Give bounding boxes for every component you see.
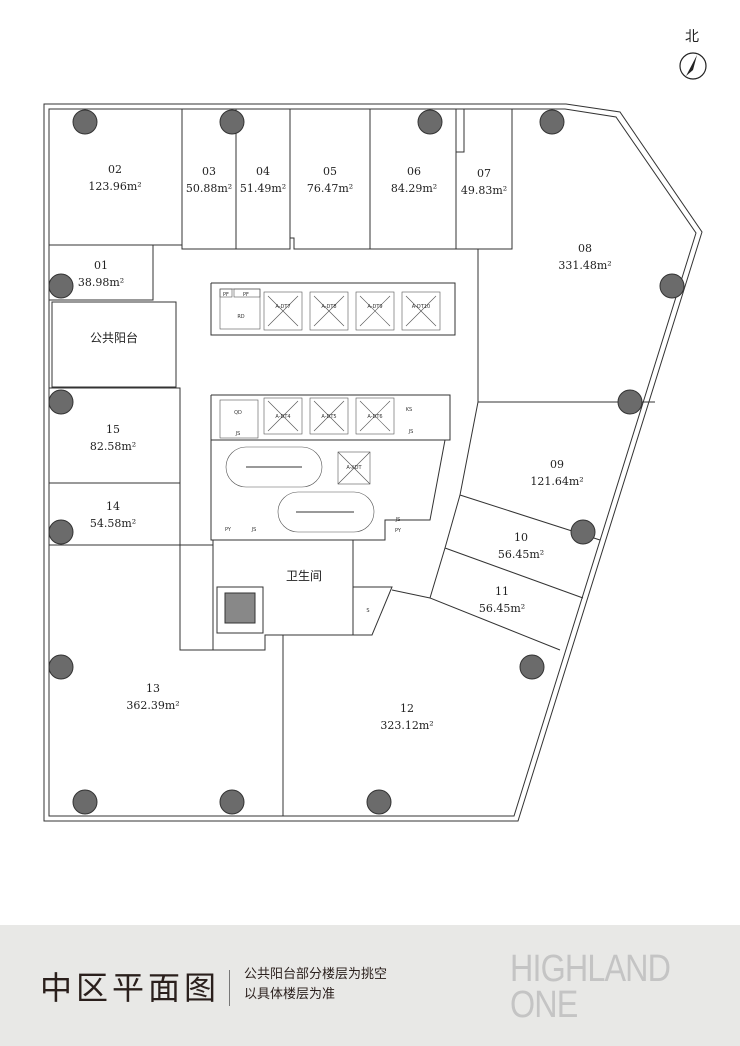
tag-qd: QD: [234, 410, 242, 416]
svg-text:49.83m²: 49.83m²: [461, 184, 507, 197]
tag-rd: RD: [237, 314, 244, 320]
svg-text:331.48m²: 331.48m²: [558, 259, 611, 272]
unit-13: 13 362.39m²: [126, 682, 179, 712]
svg-text:82.58m²: 82.58m²: [90, 440, 136, 453]
unit-09: 09 121.64m²: [530, 458, 583, 488]
tag-s: S: [366, 608, 369, 614]
svg-text:07: 07: [477, 167, 491, 180]
tag-pf: PF: [243, 292, 249, 298]
unit-11: 11 56.45m²: [479, 585, 525, 615]
svg-text:84.29m²: 84.29m²: [391, 182, 437, 195]
elevator-xdt: A-XDT: [346, 465, 362, 471]
tag-py: PY: [225, 527, 232, 533]
svg-text:14: 14: [106, 500, 120, 513]
tag-js: JS: [395, 517, 401, 523]
elevator-dt6: A-DT6: [367, 414, 382, 420]
unit-14: 14 54.58m²: [90, 500, 136, 530]
svg-text:38.98m²: 38.98m²: [78, 276, 124, 289]
tag-pf: PF: [223, 292, 229, 298]
tag-py: PY: [395, 528, 402, 534]
svg-text:123.96m²: 123.96m²: [88, 180, 141, 193]
svg-text:02: 02: [108, 163, 122, 176]
svg-text:15: 15: [106, 423, 120, 436]
elevator-dt8: A-DT8: [321, 304, 336, 310]
svg-text:06: 06: [407, 165, 421, 178]
tag-js: JS: [251, 527, 257, 533]
unit-05: 05 76.47m²: [307, 165, 353, 195]
note-line-1: 公共阳台部分楼层为挑空: [244, 967, 388, 982]
svg-text:54.58m²: 54.58m²: [90, 517, 136, 530]
svg-text:08: 08: [578, 242, 592, 255]
svg-text:56.45m²: 56.45m²: [498, 548, 544, 561]
svg-text:50.88m²: 50.88m²: [186, 182, 232, 195]
divider: [229, 970, 230, 1006]
logo-line-1: HIGHLAND: [510, 948, 671, 990]
unit-08: 08 331.48m²: [558, 242, 611, 272]
plan-title: 中区平面图: [40, 969, 221, 1007]
unit-03: 03 50.88m²: [186, 165, 232, 195]
svg-text:121.64m²: 121.64m²: [530, 475, 583, 488]
unit-01: 01 38.98m²: [78, 259, 124, 289]
svg-text:56.45m²: 56.45m²: [479, 602, 525, 615]
elevator-dt10: A-DT10: [412, 304, 430, 310]
svg-text:323.12m²: 323.12m²: [380, 719, 433, 732]
unit-10: 10 56.45m²: [498, 531, 544, 561]
svg-text:01: 01: [94, 259, 108, 272]
svg-text:10: 10: [514, 531, 528, 544]
brand-logo: HIGHLAND ONE: [510, 948, 671, 1026]
unit-07: 07 49.83m²: [461, 167, 507, 197]
inner-wall: [48, 108, 697, 817]
plan-note: 公共阳台部分楼层为挑空 以具体楼层为准: [244, 965, 387, 1005]
tag-ks: KS: [406, 407, 412, 413]
outer-wall: [43, 103, 703, 822]
svg-text:362.39m²: 362.39m²: [126, 699, 179, 712]
floor-plan: 北 PF PF RD: [43, 29, 707, 822]
building-core: PF PF RD A-DT7 A-DT8 A-DT9 A-DT10 QD JS …: [210, 282, 456, 651]
unit-02: 02 123.96m²: [88, 163, 141, 193]
svg-text:04: 04: [256, 165, 270, 178]
elevator-dt7: A-DT7: [275, 304, 290, 310]
logo-line-2: ONE: [510, 984, 578, 1026]
unit-04: 04 51.49m²: [240, 165, 286, 195]
unit-12: 12 323.12m²: [380, 702, 433, 732]
elevator-dt9: A-DT9: [367, 304, 382, 310]
svg-text:13: 13: [146, 682, 160, 695]
north-label: 北: [685, 29, 699, 45]
svg-text:51.49m²: 51.49m²: [240, 182, 286, 195]
unit-partitions: [48, 108, 655, 816]
svg-text:03: 03: [202, 165, 216, 178]
elevator-dt5: A-DT5: [321, 414, 336, 420]
public-balcony-label: 公共阳台: [90, 330, 138, 345]
north-compass-icon: 北: [679, 29, 707, 80]
svg-text:76.47m²: 76.47m²: [307, 182, 353, 195]
svg-text:12: 12: [400, 702, 414, 715]
unit-06: 06 84.29m²: [391, 165, 437, 195]
svg-text:09: 09: [550, 458, 564, 471]
unit-15: 15 82.58m²: [90, 423, 136, 453]
note-line-2: 以具体楼层为准: [244, 987, 336, 1002]
restroom-label: 卫生间: [286, 569, 322, 583]
svg-text:05: 05: [323, 165, 337, 178]
elevator-dt4: A-DT4: [275, 414, 290, 420]
tag-js: JS: [235, 431, 241, 437]
tag-js: JS: [408, 429, 414, 435]
structural-columns: [48, 109, 685, 815]
footer: 中区平面图 公共阳台部分楼层为挑空 以具体楼层为准 HIGHLAND ONE: [0, 925, 740, 1046]
svg-text:11: 11: [495, 585, 509, 598]
